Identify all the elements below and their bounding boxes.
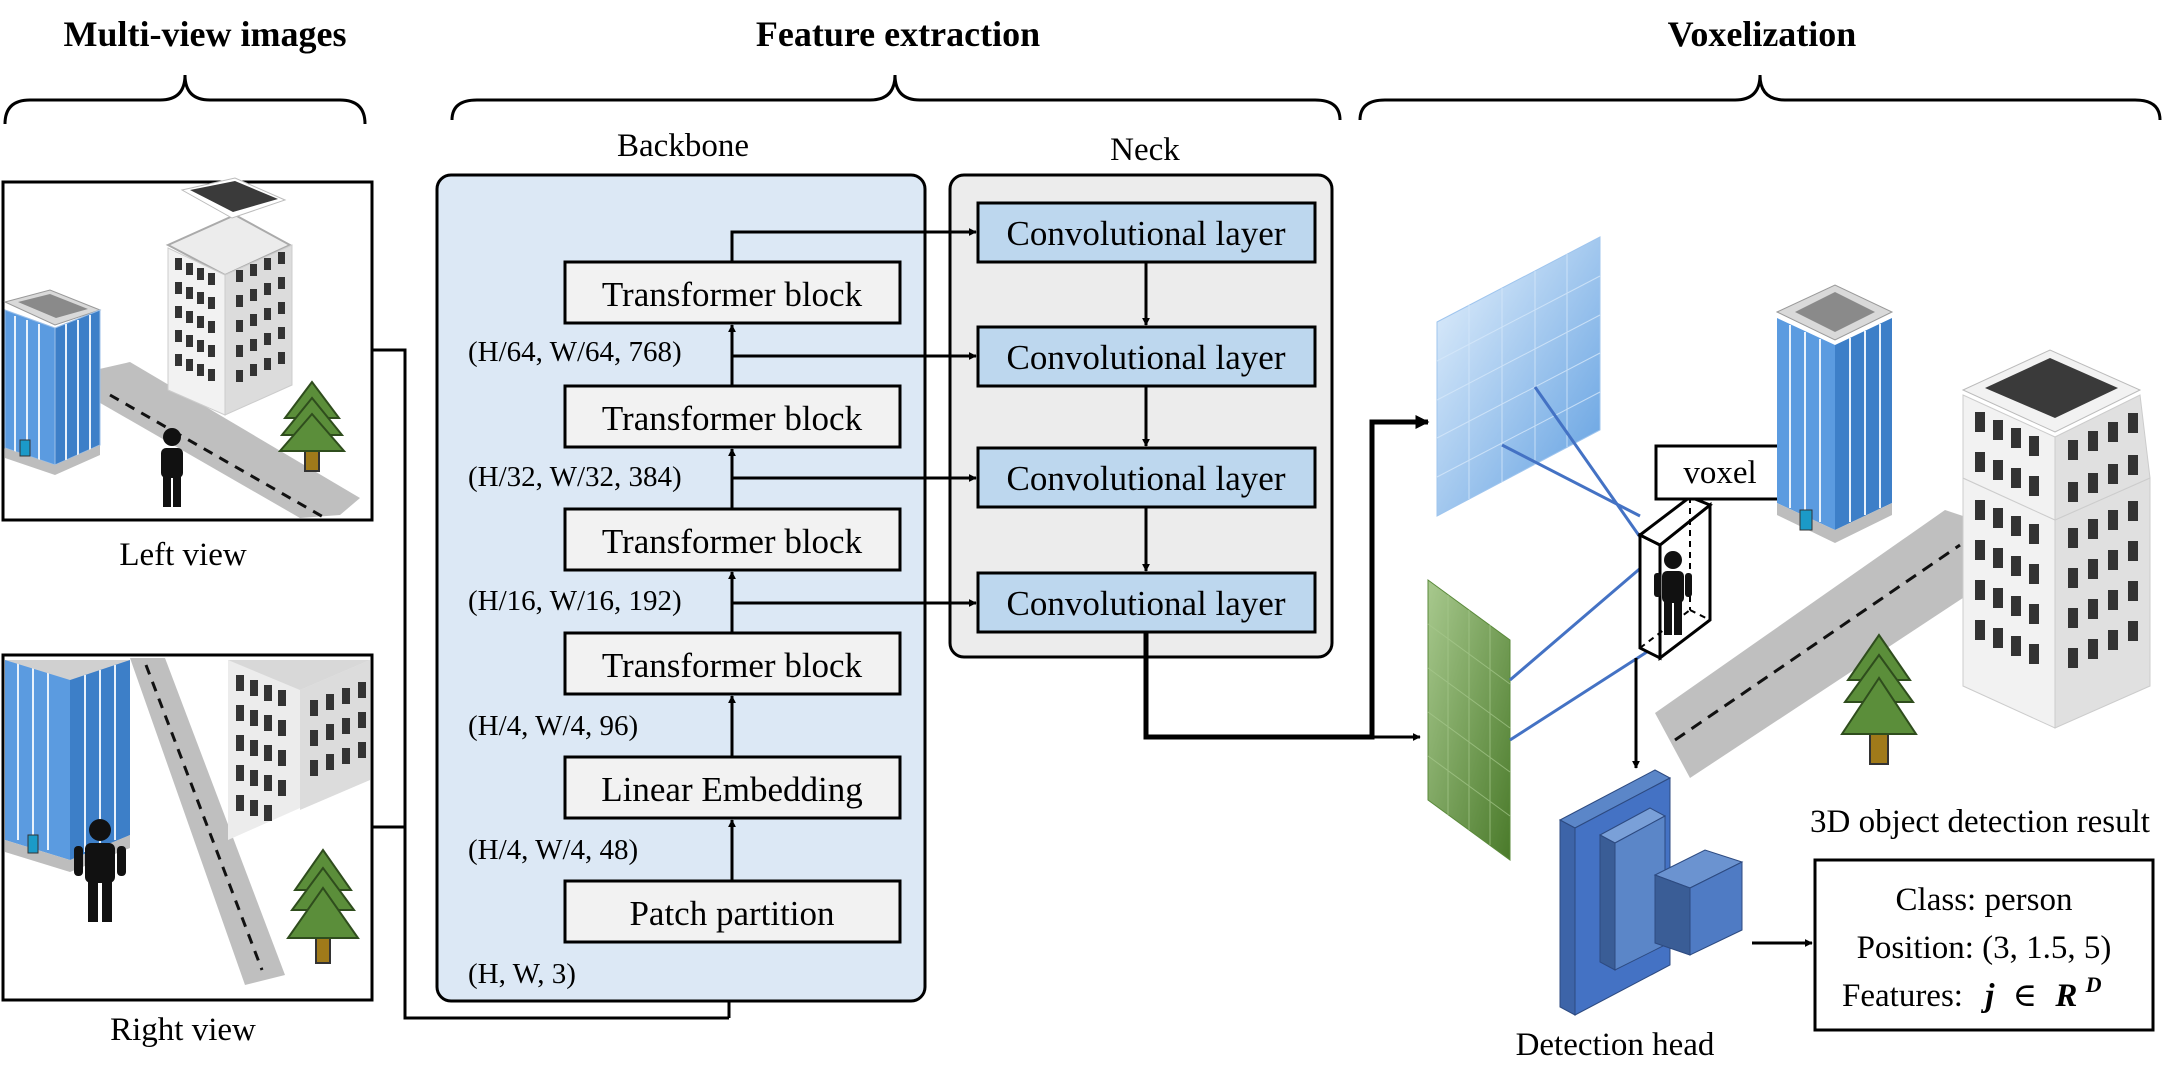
building-icon (1961, 349, 2151, 729)
backbone-block-linear-embedding: Linear Embedding (563, 755, 902, 820)
arrow-t4-to-conv1 (730, 228, 977, 262)
left-view-image (1, 177, 374, 522)
block-label: Linear Embedding (601, 770, 862, 809)
dim-label: (H/4, W/4, 96) (468, 710, 638, 742)
backbone-block-transformer-3: Transformer block (563, 384, 902, 449)
features-prefix: Features: (1842, 978, 1963, 1014)
tree-icon (277, 380, 347, 472)
backbone-block-transformer-4: Transformer block (563, 260, 902, 325)
building-icon (228, 660, 370, 840)
dim-label: (H/16, W/16, 192) (468, 585, 682, 617)
person-icon (74, 819, 126, 922)
building-icon (5, 660, 130, 872)
building-icon (3, 289, 102, 475)
block-label: Transformer block (602, 646, 863, 685)
backbone-block-transformer-2: Transformer block (563, 507, 902, 572)
dim-label: (H/4, W/4, 48) (468, 834, 638, 866)
detection-head-icon (1558, 769, 1744, 1016)
person-icon (161, 428, 183, 507)
dim-label: (H, W, 3) (468, 958, 576, 990)
connector-left-view (372, 348, 729, 1020)
result-position: Position: (3, 1.5, 5) (1857, 930, 2112, 966)
tree-icon (1840, 633, 1918, 765)
right-view-image (1, 653, 374, 1002)
conv-label: Convolutional layer (1007, 584, 1286, 623)
result-title: 3D object detection result (1810, 804, 2150, 840)
backbone-block-transformer-1: Transformer block (563, 631, 902, 696)
road-lane-3d (1674, 543, 1961, 742)
section-title-multiview: Multi-view images (64, 14, 347, 54)
brace-feature (450, 74, 1342, 121)
backbone-title: Backbone (617, 128, 749, 164)
conv-label: Convolutional layer (1007, 459, 1286, 498)
block-label: Transformer block (602, 522, 863, 561)
conv-label: Convolutional layer (1007, 214, 1286, 253)
neck-panel (948, 173, 1334, 659)
neck-conv-layer-4: Convolutional layer (976, 571, 1317, 634)
neck-conv-layer-3: Convolutional layer (976, 446, 1317, 509)
road-lane-right (144, 664, 264, 971)
brace-voxel (1358, 74, 2162, 121)
road-icon (130, 658, 285, 985)
features-sup: D (2085, 972, 2102, 997)
block-label: Transformer block (602, 399, 863, 438)
detection-head-label: Detection head (1516, 1027, 1715, 1063)
block-label: Patch partition (629, 894, 834, 933)
section-title-feature: Feature extraction (756, 14, 1040, 54)
block-label: Transformer block (602, 275, 863, 314)
dim-label: (H/64, W/64, 768) (468, 336, 682, 368)
neck-title: Neck (1110, 132, 1180, 168)
conv-label: Convolutional layer (1007, 338, 1286, 377)
result-box (1813, 858, 2155, 1032)
person-icon (1654, 551, 1692, 635)
voxel-label: voxel (1683, 455, 1756, 491)
left-view-label: Left view (119, 537, 247, 573)
road-icon (95, 362, 360, 518)
feature-map-icon (1436, 236, 1601, 517)
neck-conv-layer-1: Convolutional layer (976, 201, 1317, 264)
right-view-label: Right view (110, 1012, 256, 1048)
voxel-cube (1637, 495, 1713, 662)
road-lane-left (109, 393, 326, 520)
features-in: ∈ (2013, 978, 2037, 1014)
building-icon (1775, 284, 1894, 543)
result-class: Class: person (1896, 882, 2073, 918)
feature-map-icon (1427, 579, 1511, 861)
tree-icon (286, 848, 360, 964)
features-space: R (2054, 978, 2077, 1014)
result-features: Features: j ∈ R D (1842, 972, 2102, 1014)
backbone-block-patch-partition: Patch partition (563, 879, 902, 944)
neck-conv-layer-2: Convolutional layer (976, 325, 1317, 388)
brace-multiview (3, 74, 367, 125)
projection-lines (1501, 386, 1651, 742)
scene-3d (1655, 284, 2151, 778)
section-title-voxel: Voxelization (1668, 14, 1857, 54)
dim-label: (H/32, W/32, 384) (468, 461, 682, 493)
building-icon (165, 177, 293, 416)
